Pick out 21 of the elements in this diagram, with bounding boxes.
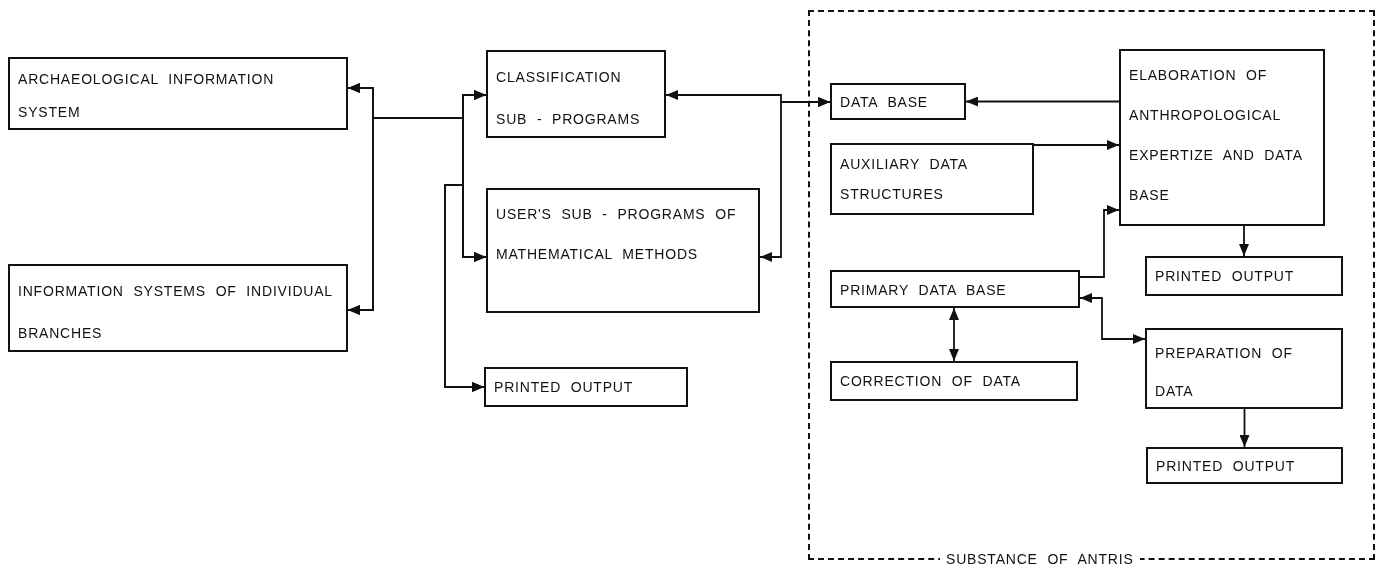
connector-arrow (1079, 205, 1120, 278)
process-box: PRIMARY DATA BASE (830, 270, 1080, 308)
process-box: ARCHAEOLOGICAL INFORMATION SYSTEM (8, 57, 348, 130)
connector-arrow (949, 307, 959, 362)
process-box: INFORMATION SYSTEMS OF INDIVIDUAL BRANCHES (8, 264, 348, 352)
process-box: PRINTED OUTPUT (1146, 447, 1343, 484)
process-box: PRINTED OUTPUT (484, 367, 688, 407)
connector-arrow (759, 97, 831, 262)
connector-arrow (1033, 140, 1120, 150)
process-box: DATA BASE (830, 83, 966, 120)
process-box: ELABORATION OF ANTHROPOLOGICAL EXPERTIZE AND DATA BASE (1119, 49, 1325, 226)
connector-arrow (1079, 293, 1146, 344)
process-box: PRINTED OUTPUT (1145, 256, 1343, 296)
process-box: PREPARATION OF DATA (1145, 328, 1343, 409)
process-box: CLASSIFICATION SUB - PROGRAMS (486, 50, 666, 138)
connector-arrow (1239, 225, 1249, 257)
process-box: USER'S SUB - PROGRAMS OF MATHEMATICAL METHODS (486, 188, 760, 313)
connector-arrow (965, 96, 1120, 107)
connector-arrow (1239, 408, 1250, 448)
process-box: AUXILIARY DATA STRUCTURES (830, 143, 1034, 215)
process-box: CORRECTION OF DATA (830, 361, 1078, 401)
